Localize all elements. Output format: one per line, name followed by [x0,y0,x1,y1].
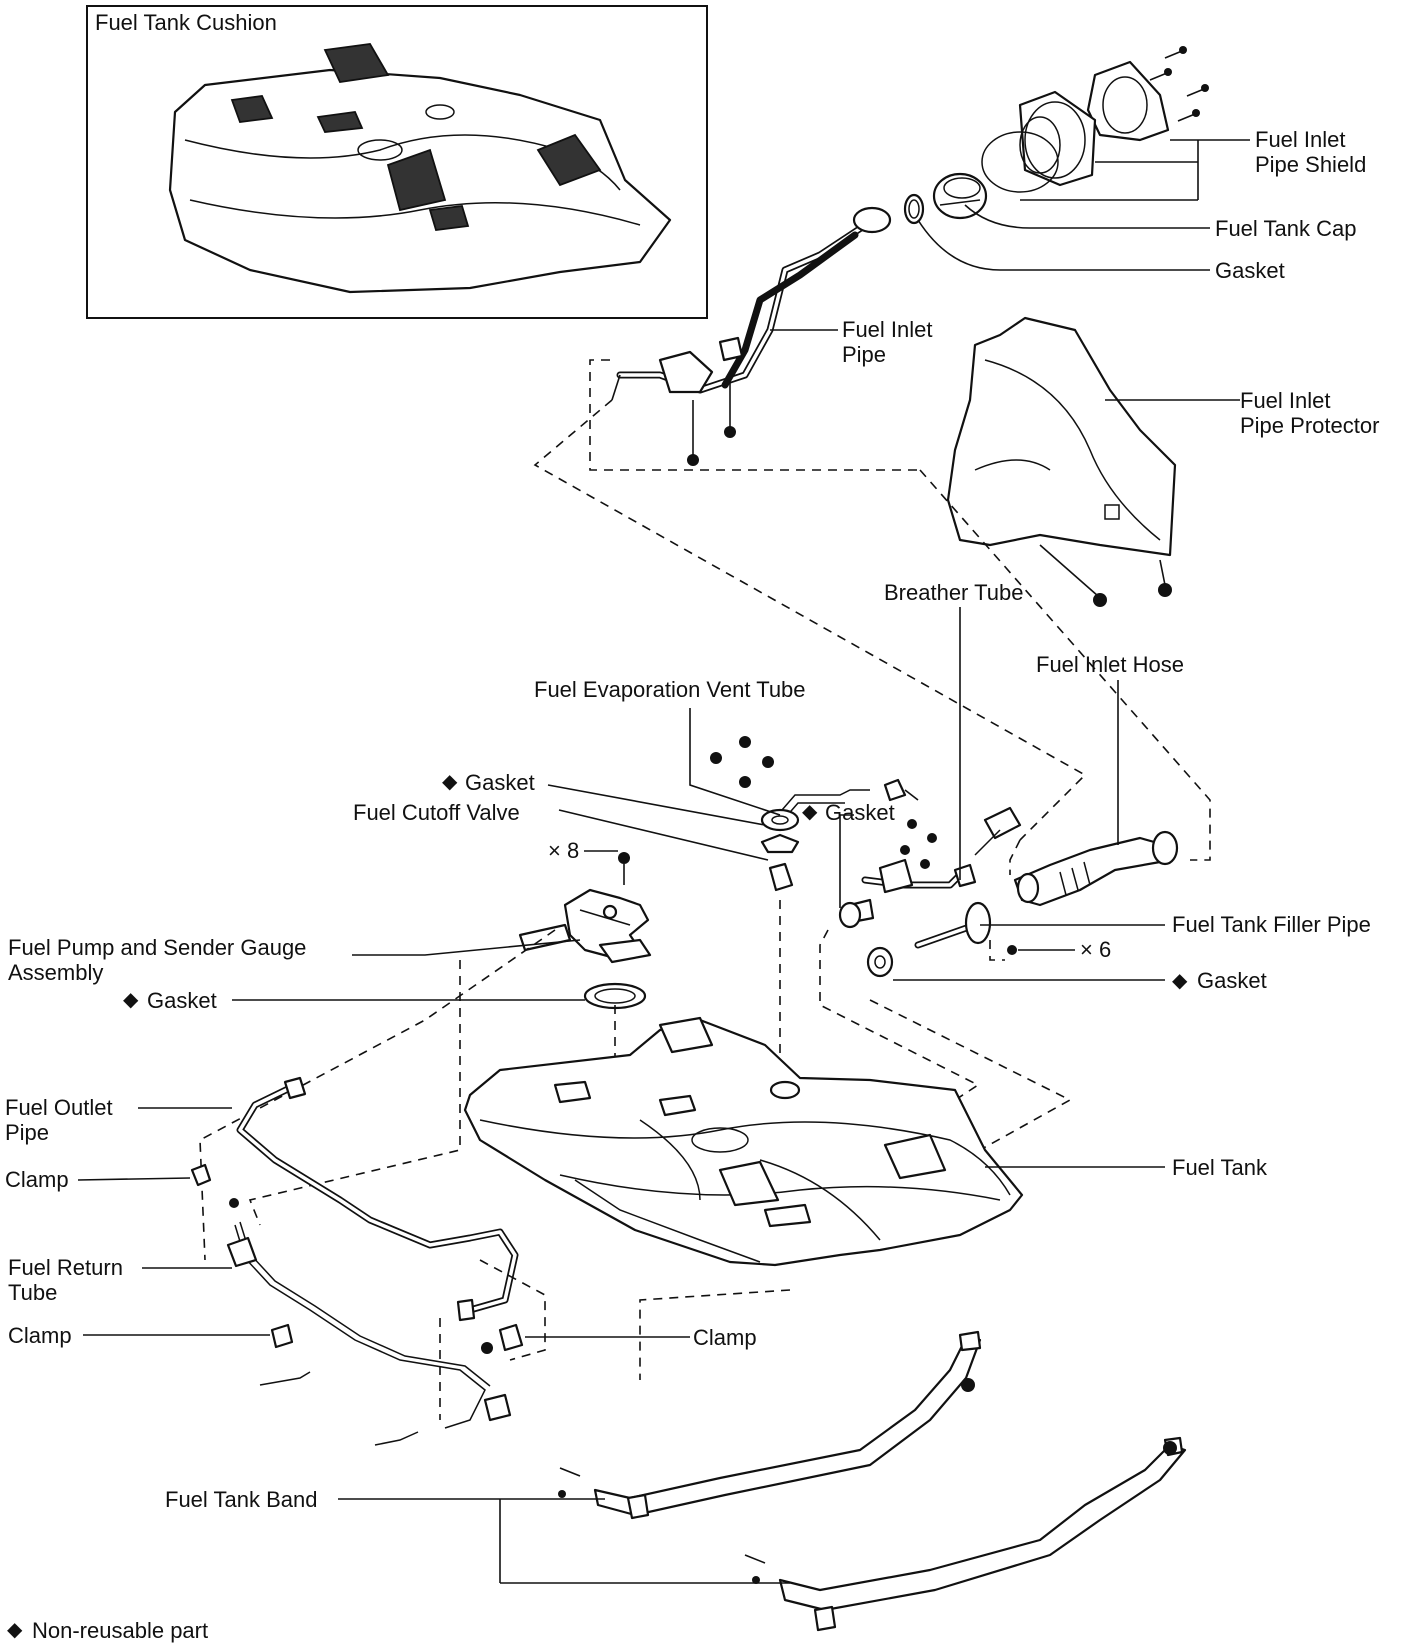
gasket-top-illustration [903,193,925,225]
label-gasket-top: Gasket [1215,258,1285,283]
label-gasket-a: Gasket [465,770,535,795]
label-clamp-2: Clamp [8,1323,72,1348]
legend-non-reusable-part: Non-reusable part [32,1618,208,1643]
breather-tube-illustration [848,806,1022,924]
fuel-tank-band-lower-illustration [744,1436,1187,1632]
label-x8: × 8 [548,838,579,863]
label-fuel-inlet-pipe-shield-line2: Pipe Shield [1255,152,1366,177]
fuel-inlet-pipe-protector-illustration [946,316,1177,607]
label-fuel-tank-filler-pipe: Fuel Tank Filler Pipe [1172,912,1371,937]
label-fuel-pump-sender-gauge-line1: Fuel Pump and Sender Gauge [8,935,306,960]
label-fuel-cutoff-valve: Fuel Cutoff Valve [353,800,520,825]
label-fuel-return-tube-line1: Fuel Return [8,1255,123,1280]
cushion-tank-illustration [168,43,672,294]
x8-bolt-illustration [618,852,630,885]
label-fuel-outlet-pipe-line2: Pipe [5,1120,49,1145]
gasket-d-illustration [583,982,647,1010]
clamp-2-illustration [270,1323,294,1349]
label-clamp-1: Clamp [5,1167,69,1192]
label-fuel-evaporation-vent-tube: Fuel Evaporation Vent Tube [534,677,806,702]
label-fuel-tank: Fuel Tank [1172,1155,1268,1180]
label-fuel-return-tube-line2: Tube [8,1280,57,1305]
label-clamp-3: Clamp [693,1325,757,1350]
fuel-tank-cap-illustration [932,172,988,220]
diamond-gasket-d: ◆ [123,989,139,1011]
label-gasket-b: Gasket [825,800,895,825]
leader-lines [77,139,1250,1584]
fuel-tank-illustration [463,1016,1024,1267]
legend-diamond-icon: ◆ [7,1619,23,1641]
fuel-tank-cushion-inset: Fuel Tank Cushion [86,5,708,319]
label-gasket-d: Gasket [147,988,217,1013]
label-fuel-inlet-pipe-protector-line1: Fuel Inlet [1240,388,1331,413]
fuel-pump-sender-gauge-illustration [518,888,652,964]
label-fuel-inlet-hose: Fuel Inlet Hose [1036,652,1184,677]
label-fuel-outlet-pipe-line1: Fuel Outlet [5,1095,113,1120]
label-fuel-inlet-pipe-line1: Fuel Inlet [842,317,933,342]
fuel-evaporation-vent-tube-illustration [710,736,919,819]
diamond-gasket-b: ◆ [802,801,818,823]
fuel-return-tube-illustration [226,1198,491,1429]
part-labels: Fuel Inlet Pipe Shield Fuel Tank Cap Gas… [5,127,1379,1643]
fuel-cutoff-valve-illustration [760,833,800,892]
fuel-tank-filler-pipe-illustration [866,901,1017,978]
label-fuel-inlet-pipe-protector-line2: Pipe Protector [1240,413,1379,438]
gasket-a-illustration [760,808,800,832]
label-fuel-tank-cap: Fuel Tank Cap [1215,216,1356,241]
fuel-inlet-hose-illustration [1013,830,1179,907]
fuel-inlet-pipe-shield-illustration [981,46,1209,193]
gasket-b-illustration [838,901,862,929]
label-fuel-inlet-pipe-shield-line1: Fuel Inlet [1255,127,1346,152]
fuel-outlet-pipe-illustration [236,1076,519,1322]
fuel-tank-band-upper-illustration [558,1330,982,1520]
label-fuel-tank-band: Fuel Tank Band [165,1487,317,1512]
clamp-1-illustration [190,1163,212,1187]
label-breather-tube: Breather Tube [884,580,1023,605]
cushion-title: Fuel Tank Cushion [95,10,277,35]
label-fuel-inlet-pipe-line2: Pipe [842,342,886,367]
diamond-gasket-a: ◆ [442,771,458,793]
label-gasket-c: Gasket [1197,968,1267,993]
clamp-3-illustration [481,1323,524,1422]
diamond-gasket-c: ◆ [1172,970,1188,992]
fuel-inlet-pipe-illustration [611,206,892,466]
label-x6: × 6 [1080,937,1111,962]
label-fuel-pump-sender-gauge-line2: Assembly [8,960,103,985]
